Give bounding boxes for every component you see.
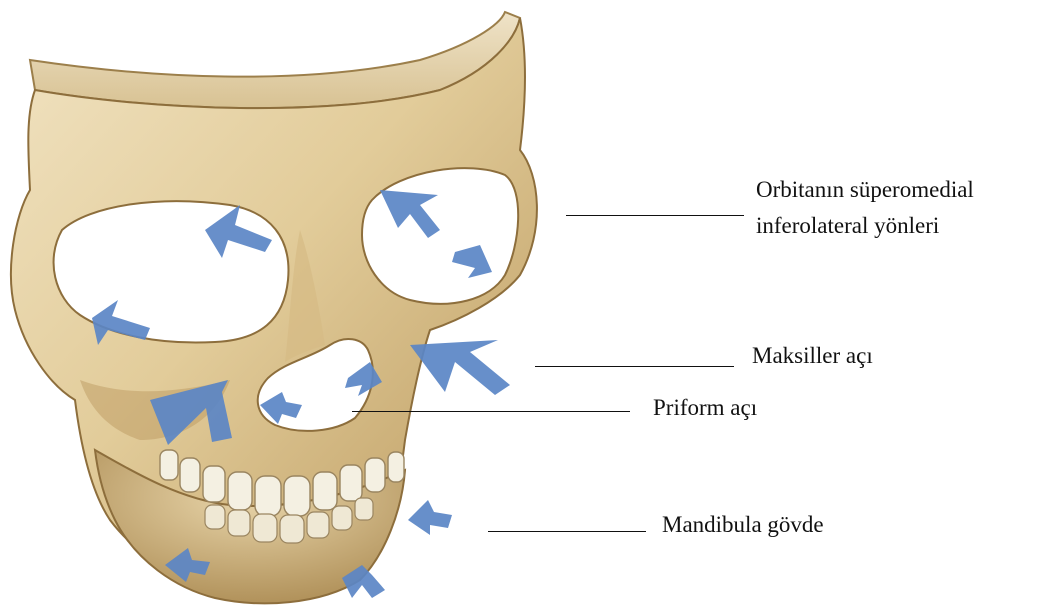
label-maxillary-angle: Maksiller açı bbox=[752, 342, 873, 370]
right-orbit bbox=[362, 168, 518, 304]
label-orbit-line2: inferolateral yönleri bbox=[756, 212, 939, 240]
label-mandible-body: Mandibula gövde bbox=[662, 511, 824, 539]
leader-line-orbit bbox=[566, 215, 744, 216]
leader-line-mandible bbox=[488, 531, 646, 532]
arrow-mandible-right bbox=[408, 500, 452, 535]
leader-line-maxillary bbox=[535, 366, 734, 367]
label-piriform-angle: Priform açı bbox=[653, 394, 757, 422]
arrow-maxillary bbox=[410, 340, 510, 395]
label-orbit-line1: Orbitanın süperomedial bbox=[756, 176, 974, 204]
left-orbit bbox=[54, 201, 289, 342]
leader-line-piriform bbox=[352, 411, 630, 412]
